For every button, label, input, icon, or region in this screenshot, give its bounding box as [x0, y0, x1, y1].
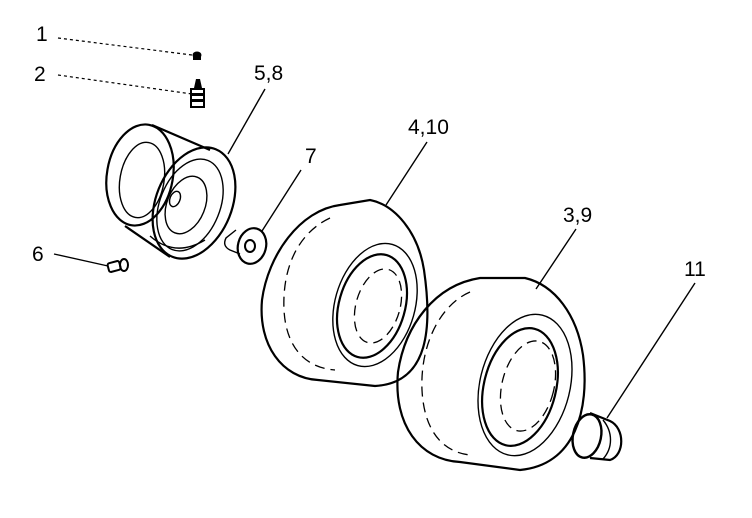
leader-line-3-9 — [535, 228, 577, 290]
leader-line-4-10 — [385, 141, 428, 206]
rear-tire-part — [396, 276, 586, 472]
callout-label-3-9: 3,9 — [563, 204, 592, 227]
callout-label-11: 11 — [684, 258, 706, 281]
callout-label-2: 2 — [34, 63, 46, 86]
leader-line-2 — [57, 74, 193, 95]
leader-line-5-8 — [227, 88, 266, 155]
bushing-part — [223, 227, 268, 265]
wheel-rim-part — [105, 123, 237, 260]
valve-stem-part — [190, 79, 205, 108]
leader-line-7 — [261, 169, 302, 232]
callout-label-5-8: 5,8 — [254, 62, 283, 85]
callout-label-6: 6 — [32, 243, 44, 266]
leader-line-6 — [53, 253, 109, 267]
callout-label-4-10: 4,10 — [408, 116, 449, 139]
front-tire-part — [260, 198, 429, 388]
hub-cap-part — [571, 411, 623, 462]
leader-line-11 — [606, 282, 696, 419]
callout-label-1: 1 — [36, 23, 48, 46]
leader-lines — [53, 37, 696, 419]
valve-cap-part — [192, 51, 202, 60]
callout-label-7: 7 — [305, 145, 317, 168]
lug-bolt-part — [106, 258, 129, 273]
leader-line-1 — [57, 37, 193, 56]
